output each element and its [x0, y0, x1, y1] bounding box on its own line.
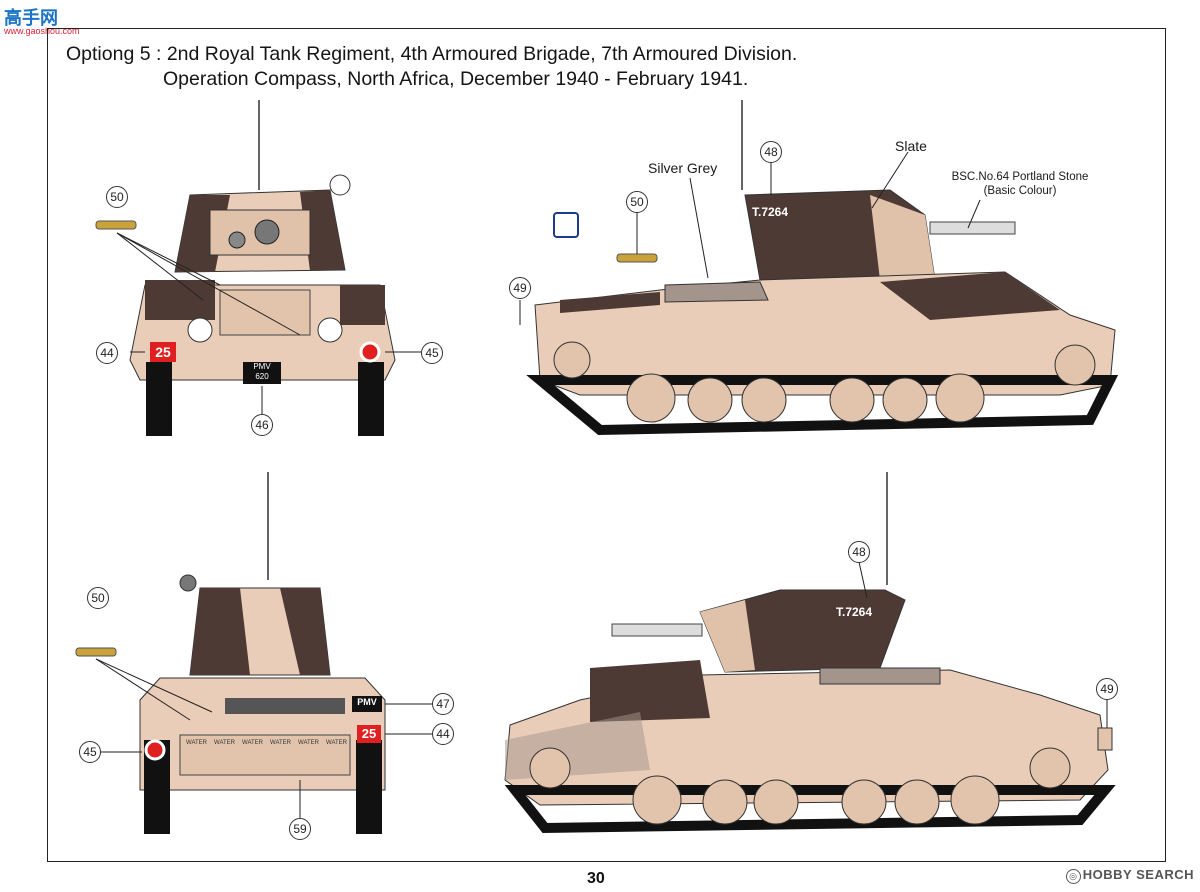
rear-view-illustration	[75, 472, 432, 834]
front-plate-line-1: PMV	[253, 362, 271, 371]
label-basic-colour: BSC.No.64 Portland Stone (Basic Colour)	[945, 170, 1095, 198]
water-can-label-4: WATER	[270, 740, 291, 746]
callout-49: 49	[1096, 678, 1118, 700]
callout-46: 46	[251, 414, 273, 436]
callout-59: 59	[289, 818, 311, 840]
callout-50: 50	[626, 191, 648, 213]
label-slate: Slate	[895, 138, 927, 154]
front-plate-line-2: 620	[255, 372, 269, 381]
callout-48: 48	[760, 141, 782, 163]
callout-50: 50	[87, 587, 109, 609]
page-frame	[47, 28, 1166, 862]
callout-47: 47	[432, 693, 454, 715]
front-plate: PMV 620	[243, 362, 281, 382]
callout-45: 45	[79, 741, 101, 763]
page-number: 30	[587, 870, 605, 887]
water-can-label-2: WATER	[214, 740, 235, 746]
callout-44: 44	[432, 723, 454, 745]
label-silver-grey: Silver Grey	[648, 160, 718, 176]
water-can-label-6: WATER	[326, 740, 347, 746]
water-can-label-5: WATER	[298, 740, 319, 746]
callout-45: 45	[421, 342, 443, 364]
watermark: ◎HOBBY SEARCH	[1065, 867, 1194, 884]
site-logo: 高手网	[4, 8, 58, 28]
callout-48: 48	[848, 541, 870, 563]
page-title: Optiong 5 : 2nd Royal Tank Regiment, 4th…	[66, 42, 797, 92]
front-number-marking: 25	[155, 344, 171, 360]
title-line-1: Optiong 5 : 2nd Royal Tank Regiment, 4th…	[66, 43, 798, 65]
label-basic-colour-line-2: (Basic Colour)	[983, 185, 1057, 197]
side-serial-marking-1: T.7264	[752, 205, 789, 219]
front-view-illustration	[95, 100, 421, 436]
side-view-1-illustration	[519, 100, 1119, 436]
watermark-text: HOBBY SEARCH	[1082, 867, 1194, 882]
callout-50: 50	[106, 186, 128, 208]
side-view-2-illustration	[504, 472, 1116, 834]
label-basic-colour-line-1: BSC.No.64 Portland Stone	[951, 171, 1089, 183]
callout-44: 44	[96, 342, 118, 364]
callout-49: 49	[509, 277, 531, 299]
watermark-logo-icon: ◎	[1065, 869, 1081, 884]
water-can-label-3: WATER	[242, 740, 263, 746]
side-serial-marking-2: T.7264	[836, 605, 873, 619]
water-can-label-1: WATER	[186, 740, 207, 746]
site-logo-url: www.gaoshou.com	[4, 26, 80, 36]
rear-plate: PMV	[357, 697, 377, 707]
rear-number-marking: 25	[361, 726, 377, 741]
title-line-2: Operation Compass, North Africa, Decembe…	[163, 68, 749, 90]
